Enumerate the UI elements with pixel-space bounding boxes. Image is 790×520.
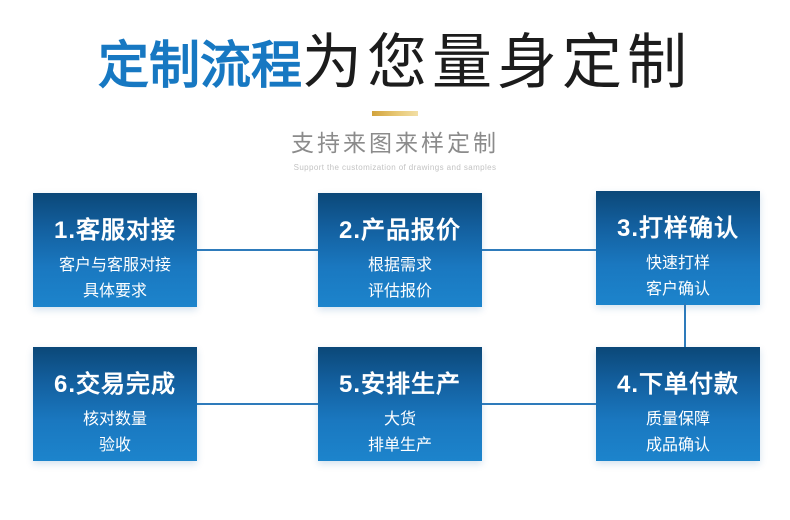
connector-step5-step6 (197, 403, 318, 405)
step-desc-line: 客户确认 (645, 281, 710, 298)
step-title: 6.交易完成 (53, 371, 176, 398)
step-desc-line: 评估报价 (367, 283, 432, 300)
step-title: 4.下单付款 (616, 371, 739, 398)
subtitle: 支持来图来样定制 (291, 130, 499, 156)
step-box-6: 6.交易完成 核对数量 验收 (33, 347, 197, 461)
step-desc-line: 验收 (98, 437, 131, 454)
gold-divider (372, 111, 418, 116)
step-description: 质量保障 成品确认 (596, 407, 760, 459)
step-description: 快速打样 客户确认 (596, 251, 760, 303)
step-box-4: 4.下单付款 质量保障 成品确认 (596, 347, 760, 461)
step-desc-line: 快速打样 (645, 255, 710, 272)
step-desc-line: 大货 (383, 411, 416, 428)
section-header: 定制流程为您量身定制 支持来图来样定制 Support the customiz… (0, 0, 790, 172)
step-description: 大货 排单生产 (318, 407, 482, 459)
connector-step4-step5 (482, 403, 596, 405)
step-box-2: 2.产品报价 根据需求 评估报价 (318, 193, 482, 307)
step-box-1: 1.客服对接 客户与客服对接 具体要求 (33, 193, 197, 307)
connector-step3-step4 (684, 303, 686, 347)
subtitle-english: Support the customization of drawings an… (293, 163, 497, 172)
connector-step2-step3 (482, 249, 596, 251)
step-description: 根据需求 评估报价 (318, 253, 482, 305)
step-title: 5.安排生产 (338, 371, 461, 398)
step-box-5: 5.安排生产 大货 排单生产 (318, 347, 482, 461)
step-desc-line: 排单生产 (367, 437, 432, 454)
step-desc-line: 质量保障 (645, 411, 710, 428)
step-description: 客户与客服对接 具体要求 (33, 253, 197, 305)
step-desc-line: 根据需求 (367, 257, 432, 274)
title-rest-text: 为您量身定制 (302, 29, 692, 96)
step-title: 3.打样确认 (616, 215, 739, 242)
step-description: 核对数量 验收 (33, 407, 197, 459)
connector-step1-step2 (197, 249, 318, 251)
step-title: 1.客服对接 (53, 217, 176, 244)
step-desc-line: 具体要求 (82, 283, 147, 300)
title-highlight-text: 定制流程 (97, 37, 302, 94)
step-title: 2.产品报价 (338, 217, 461, 244)
step-desc-line: 核对数量 (82, 411, 147, 428)
step-desc-line: 成品确认 (645, 437, 710, 454)
step-box-3: 3.打样确认 快速打样 客户确认 (596, 191, 760, 305)
step-desc-line: 客户与客服对接 (58, 257, 171, 274)
page-title: 定制流程为您量身定制 (0, 28, 790, 98)
